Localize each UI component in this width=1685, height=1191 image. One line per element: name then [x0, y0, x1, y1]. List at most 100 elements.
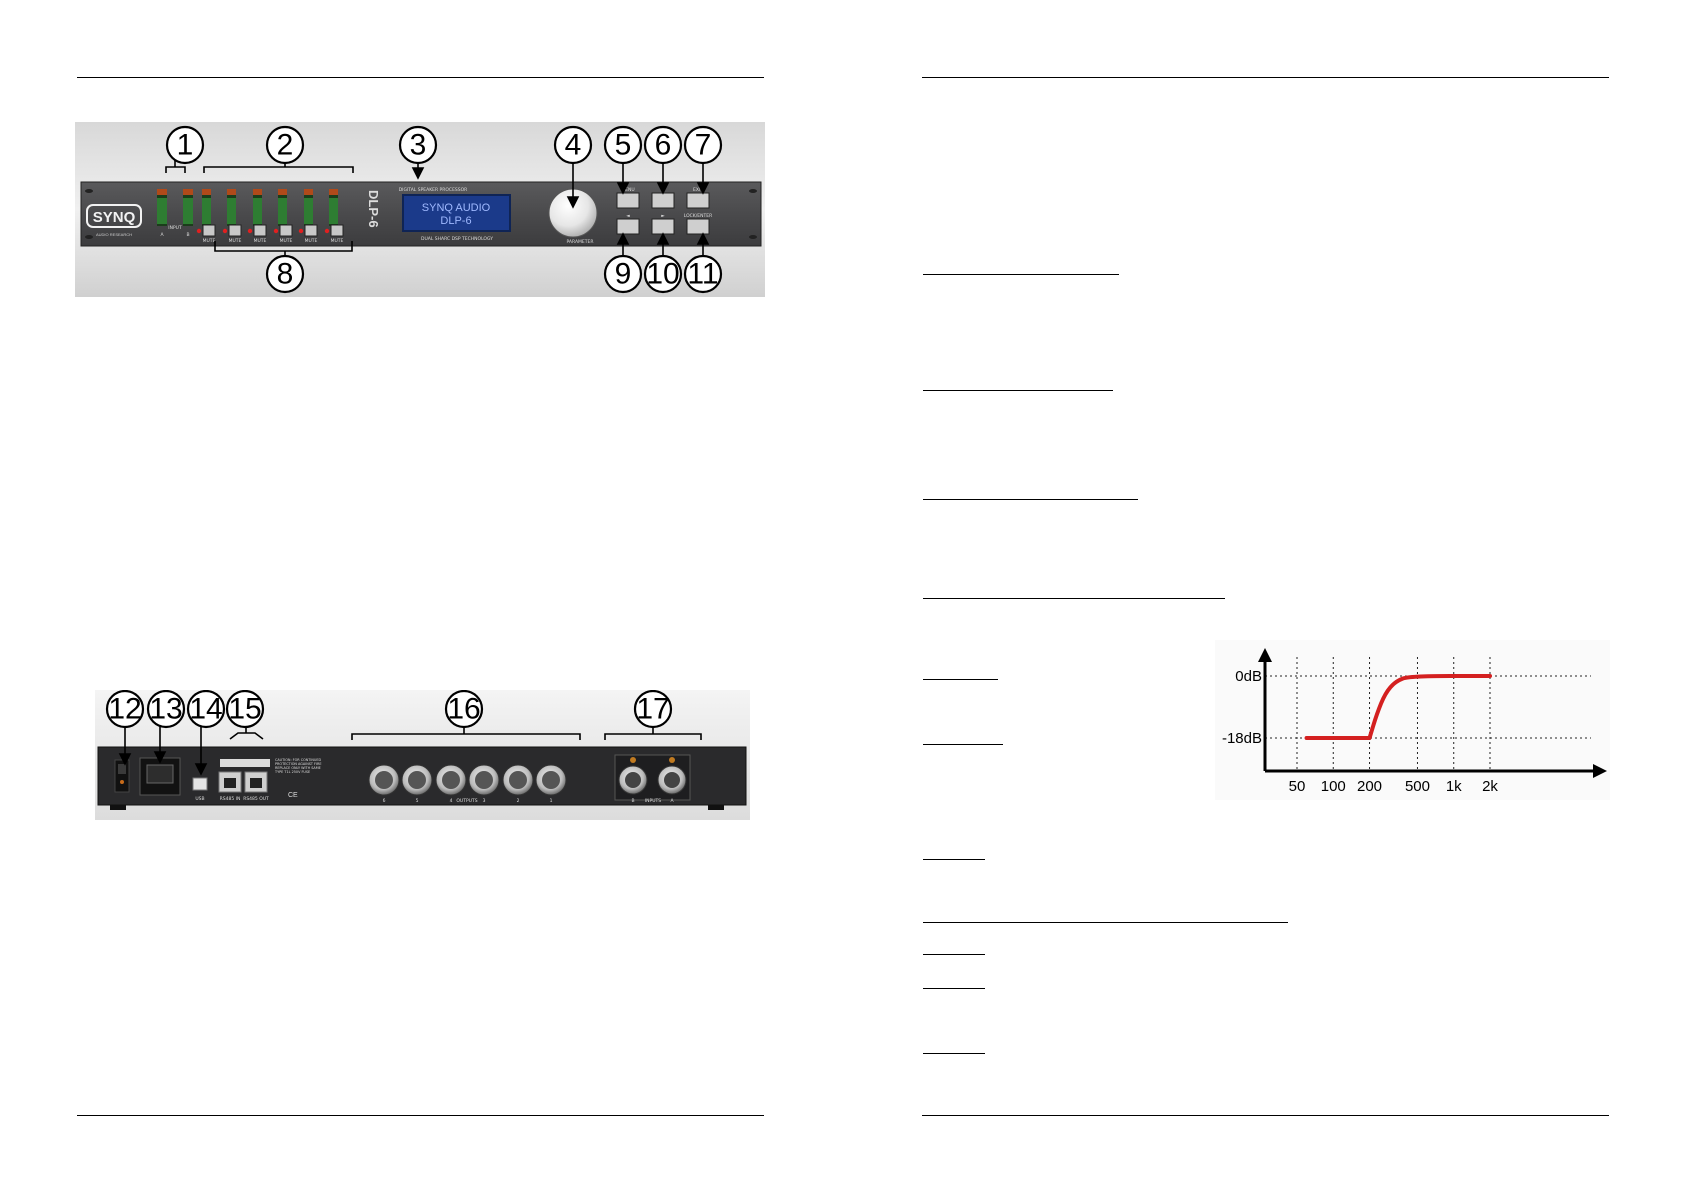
callout-15: 15	[225, 690, 265, 729]
callout-6: 6	[643, 125, 683, 165]
highpass-response-line	[1304, 674, 1492, 740]
mute-label: MUTE	[203, 238, 216, 244]
svg-text:5: 5	[615, 129, 632, 162]
input-meters: INPUT A B	[157, 189, 193, 238]
callout-11: 11	[683, 254, 723, 294]
output-number: 1	[550, 798, 553, 804]
subheading-underline	[923, 744, 1003, 745]
mute-button-4	[279, 224, 293, 237]
mute-button-2	[228, 224, 242, 237]
x-tick-label: 1k	[1446, 778, 1462, 795]
callout-8: 8	[265, 254, 305, 294]
front-panel-figure: SYNQ AUDIO RESEARCH INPUT A B MUTE MUTE …	[75, 122, 765, 297]
mute-label: MUTE	[229, 238, 242, 244]
mute-button-5	[304, 224, 318, 237]
mute-button-3	[253, 224, 267, 237]
inputs-label: INPUTS	[645, 798, 661, 804]
output-number: 3	[483, 798, 486, 804]
subheading-underline	[923, 679, 998, 680]
callout-10: 10	[643, 254, 683, 294]
subheading-underline	[923, 954, 985, 955]
input-xlr-connectors: B A INPUTS	[614, 754, 691, 804]
x-tick-label: 50	[1289, 778, 1306, 795]
svg-text:2: 2	[277, 129, 294, 162]
menu-button-label: MENU	[621, 187, 634, 193]
subheading-underline	[923, 988, 985, 989]
output-xlr-connectors: 6 5 4 3 2 1 OUTPUTS	[368, 764, 567, 804]
knob-label: PARAMETER	[567, 239, 594, 245]
brand-subtext: AUDIO RESEARCH	[96, 232, 132, 237]
left-button	[616, 218, 640, 235]
svg-text:8: 8	[277, 258, 294, 291]
right-button	[651, 218, 675, 235]
right-button-label: ►	[661, 214, 665, 219]
ce-mark: CE	[288, 792, 298, 799]
mute-label: MUTE	[254, 238, 267, 244]
input-letter: B	[631, 798, 634, 804]
x-axis-arrow	[1593, 764, 1607, 778]
section-heading-underline	[923, 922, 1288, 923]
right-top-rule	[922, 77, 1609, 78]
input-a-label: A	[160, 232, 164, 238]
rs485-out-label: RS485 OUT	[243, 796, 269, 802]
svg-text:3: 3	[410, 129, 427, 162]
section-heading-underline	[923, 499, 1138, 500]
svg-text:4: 4	[565, 129, 582, 162]
display-line-1: SYNQ AUDIO	[422, 202, 491, 214]
x-tick-label: 500	[1405, 778, 1430, 795]
callout-14: 14	[186, 690, 226, 729]
y-axis-arrow	[1258, 648, 1272, 662]
callout-17: 17	[633, 690, 673, 729]
enter-button	[686, 218, 710, 235]
subheading-underline	[923, 859, 985, 860]
section-heading-underline	[923, 274, 1119, 275]
lcd-display	[402, 194, 511, 232]
mute-label: MUTE	[305, 238, 318, 244]
svg-text:14: 14	[189, 693, 222, 726]
output-number: 2	[517, 798, 520, 804]
section-heading-underline	[923, 598, 1225, 599]
output-number: 4	[450, 798, 453, 804]
synq-logo: SYNQ AUDIO RESEARCH	[86, 204, 142, 237]
svg-text:1: 1	[177, 129, 194, 162]
svg-text:15: 15	[228, 693, 261, 726]
rear-panel-figure: USB RS485 IN RS485 OUT CAUTION: FOR CONT…	[95, 690, 750, 820]
svg-text:12: 12	[108, 693, 141, 726]
left-bottom-rule	[77, 1115, 764, 1116]
up-button	[651, 192, 675, 209]
rs485-in-label: RS485 IN	[220, 796, 241, 802]
usb-port	[192, 777, 208, 791]
mute-button-6	[330, 224, 344, 237]
display-line-2: DLP-6	[440, 215, 471, 227]
menu-button	[616, 192, 640, 209]
callout-2: 2	[265, 125, 305, 165]
section-heading-underline	[923, 390, 1113, 391]
svg-text:7: 7	[695, 129, 712, 162]
input-b-label: B	[186, 232, 189, 238]
svg-text:6: 6	[655, 129, 672, 162]
svg-text:9: 9	[615, 258, 632, 291]
display-footer: DUAL SHARC DSP TECHNOLOGY	[421, 236, 493, 242]
callout-12: 12	[105, 690, 145, 729]
callout-1: 1	[165, 125, 205, 165]
display-header: DIGITAL SPEAKER PROCESSOR	[399, 187, 468, 193]
exit-button-label: EXIT	[693, 187, 703, 193]
caution-text: CAUTION: FOR CONTINUED PROTECTION AGAINS…	[275, 758, 322, 774]
callout-5: 5	[603, 125, 643, 165]
svg-text:13: 13	[149, 693, 182, 726]
output-meters	[202, 189, 338, 226]
svg-text:16: 16	[447, 693, 480, 726]
input-label: INPUT	[168, 225, 182, 231]
left-button-label: ◄	[626, 214, 630, 219]
output-number: 5	[416, 798, 419, 804]
callout-3: 3	[398, 125, 438, 165]
x-tick-label: 200	[1357, 778, 1382, 795]
usb-label: USB	[195, 796, 204, 802]
callout-16: 16	[444, 690, 484, 729]
left-top-rule	[77, 77, 764, 78]
mute-button-1	[202, 224, 216, 237]
y-tick-label: 0dB	[1235, 668, 1262, 685]
subheading-underline	[923, 1053, 985, 1054]
brand-text: SYNQ	[93, 209, 136, 226]
callout-7: 7	[683, 125, 723, 165]
